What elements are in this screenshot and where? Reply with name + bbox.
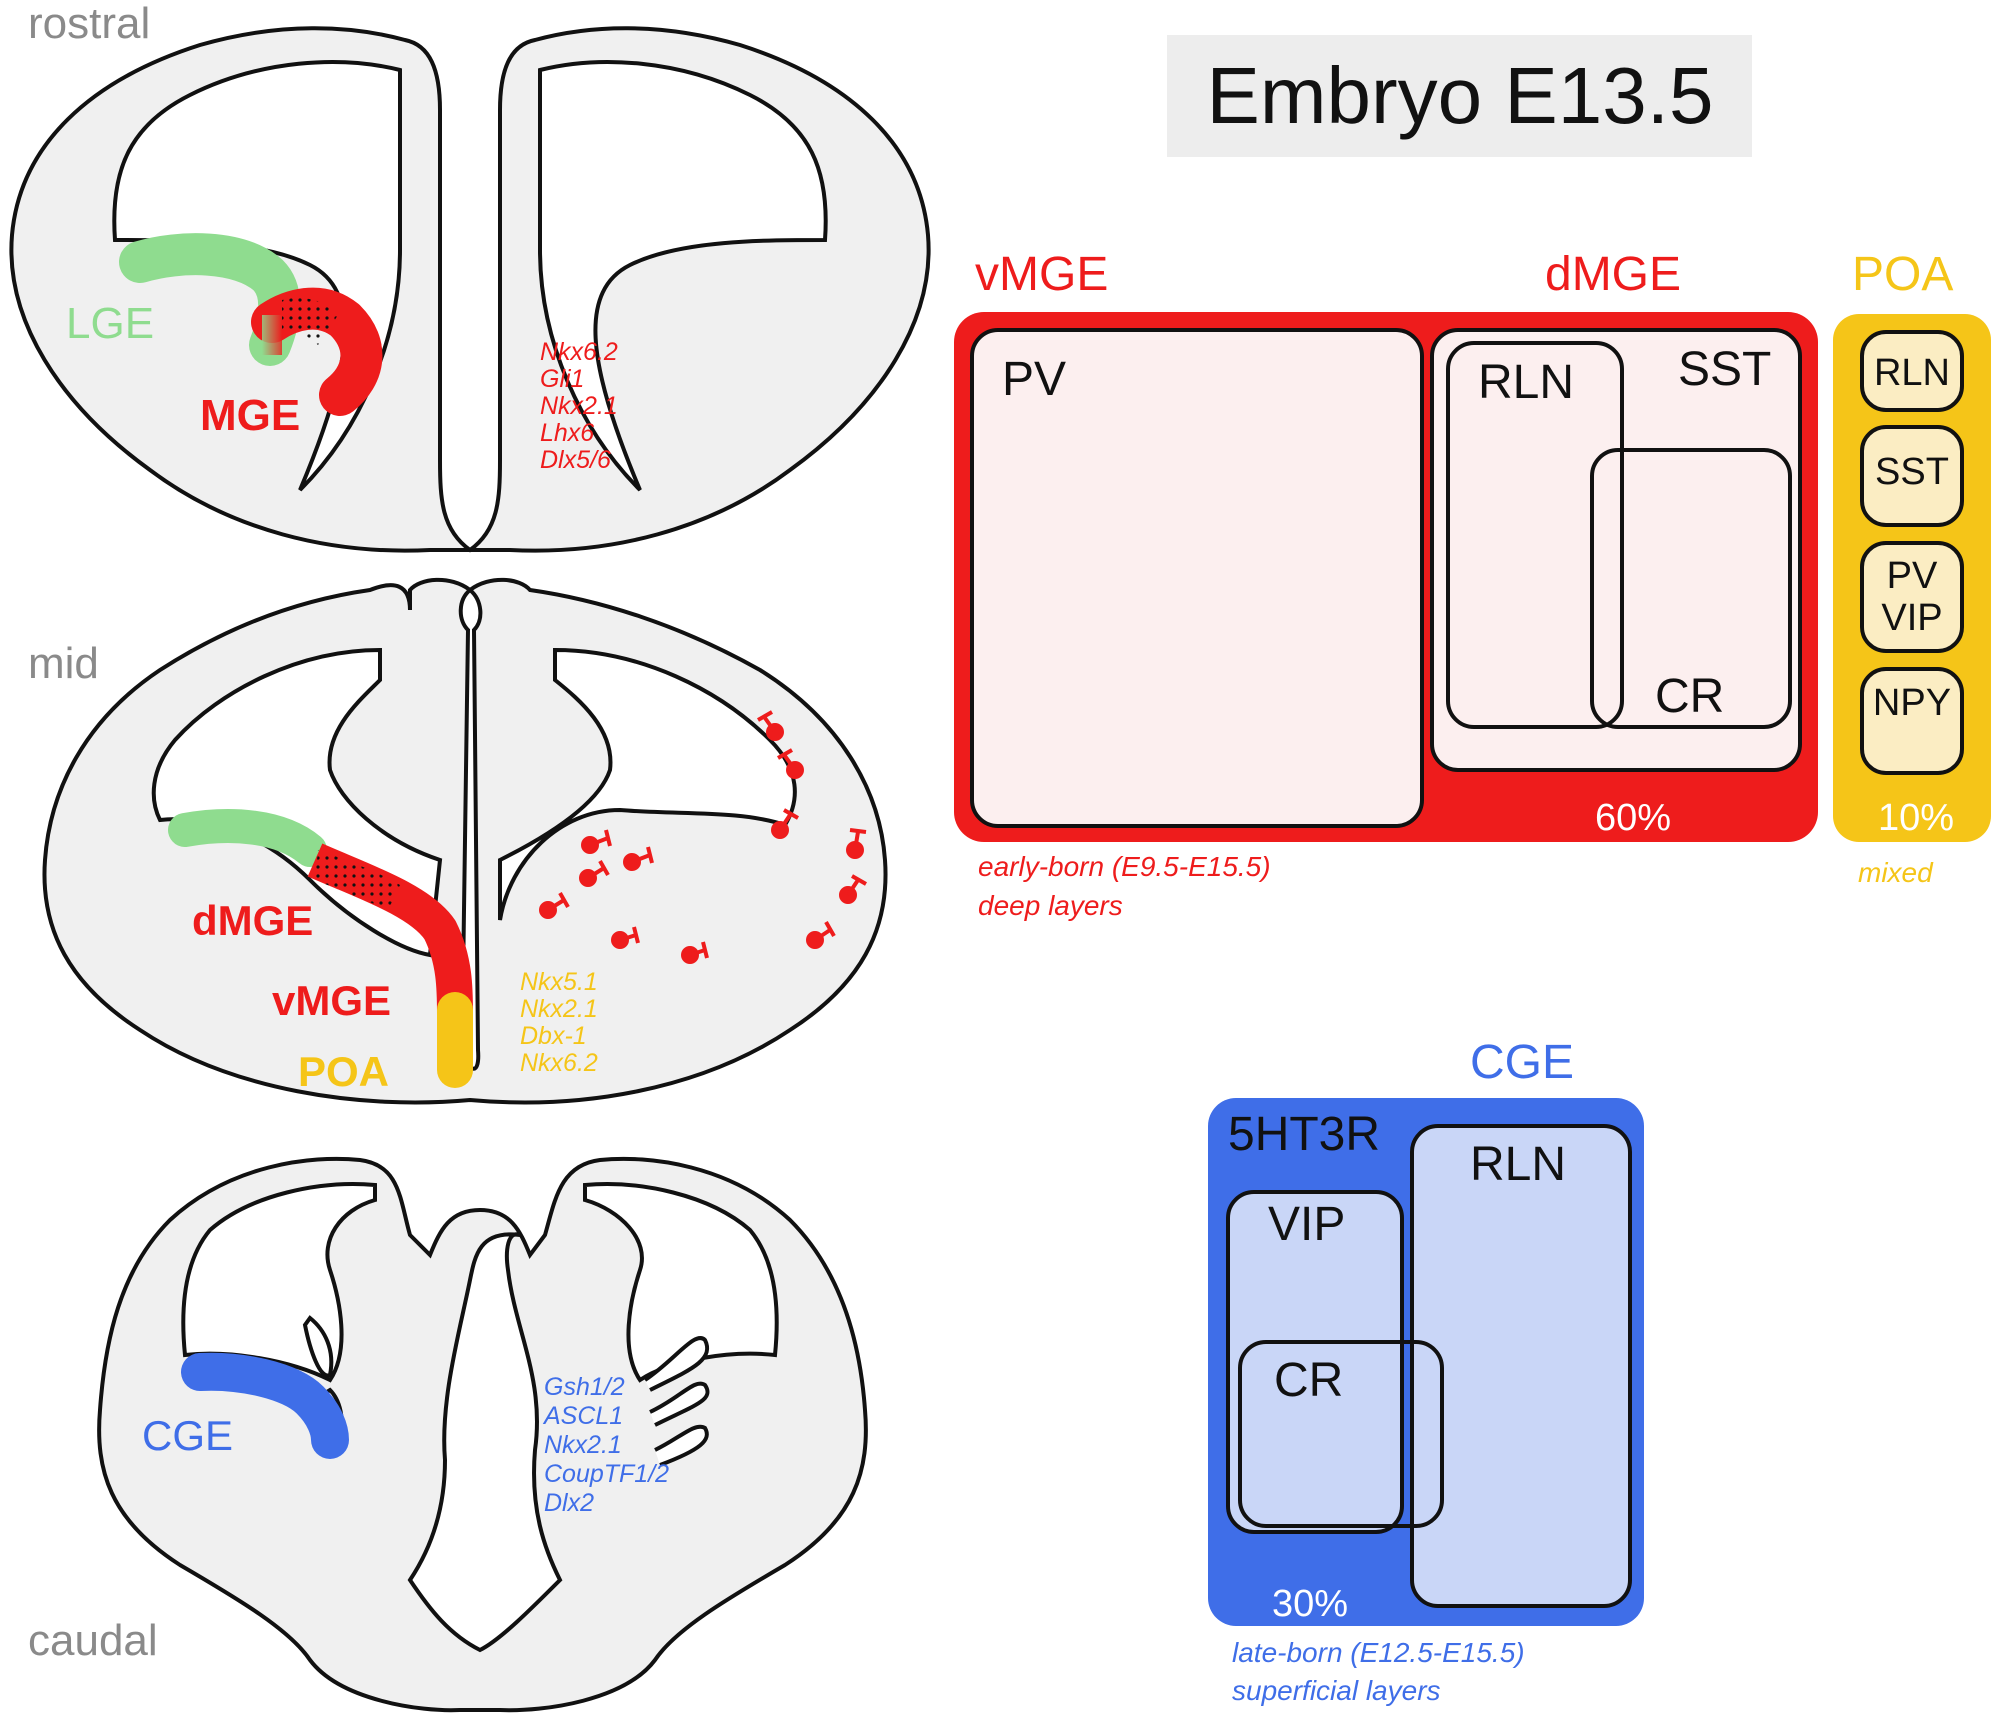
rln-box <box>1446 341 1624 729</box>
title-box <box>1167 35 1752 157</box>
rostral-gene-list: Nkx6.2 Gli1 Nkx2.1 Lhx6 Dlx5/6 <box>540 338 618 474</box>
rostral-mge-dots <box>282 298 338 345</box>
section-label-rostral: rostral <box>28 0 150 48</box>
mge-note-line2: deep layers <box>978 890 1123 921</box>
poa-item-rln: RLN <box>1874 352 1950 394</box>
caudal-midline <box>407 1232 563 1653</box>
rostral-right-ventricle <box>538 60 828 492</box>
caudal-gene-list: Gsh1/2 ASCL1 Nkx2.1 CoupTF1/2 Dlx2 <box>542 1373 669 1517</box>
poa-item-npy: NPY <box>1873 682 1951 724</box>
migrating-neurons <box>539 710 867 964</box>
poa-item-sst: SST <box>1875 451 1949 493</box>
cge-panel-title: CGE <box>1470 1036 1574 1089</box>
region-label-vmge: vMGE <box>272 977 391 1024</box>
mid-slice <box>42 577 888 1105</box>
poa-panel-title: POA <box>1852 248 1953 301</box>
rln-label: RLN <box>1478 356 1574 409</box>
neuron-icon <box>777 748 804 779</box>
caudal-slice <box>97 1156 868 1713</box>
gene-label: Dbx-1 <box>520 1022 587 1050</box>
gene-label: ASCL1 <box>542 1402 623 1430</box>
rostral-slice <box>9 26 931 553</box>
section-label-caudal: caudal <box>28 1616 158 1665</box>
mge-panel-dmge-title: dMGE <box>1545 248 1681 301</box>
caudal-ridge <box>643 1336 709 1392</box>
gene-label: Nkx2.1 <box>544 1431 622 1459</box>
neuron-icon <box>839 874 867 904</box>
neuron-icon <box>806 921 836 949</box>
region-label-dmge: dMGE <box>192 897 313 944</box>
gene-label: CoupTF1/2 <box>544 1460 669 1488</box>
poa-note: mixed <box>1858 857 1934 888</box>
poa-sst-box <box>1860 425 1964 527</box>
caudal-right-ventricle <box>583 1182 779 1383</box>
poa-pv-vip-box <box>1860 541 1964 653</box>
cge-note-line2: superficial layers <box>1232 1675 1441 1706</box>
neuron-icon <box>623 846 654 871</box>
poa-npy-box <box>1860 667 1964 775</box>
mge-panel-vmge-title: vMGE <box>975 248 1108 301</box>
mge-percent: 60% <box>1595 797 1671 839</box>
poa-item-pv: PV <box>1887 555 1938 597</box>
cge-vip-box <box>1226 1190 1404 1534</box>
region-label-mge: MGE <box>200 391 300 440</box>
mid-gene-list: Nkx5.1 Nkx2.1 Dbx-1 Nkx6.2 <box>520 968 598 1077</box>
page-title: Embryo E13.5 <box>1207 51 1714 140</box>
neuron-icon <box>611 926 640 949</box>
mid-dmge-dots <box>315 850 400 910</box>
poa-item-vip: VIP <box>1881 597 1942 639</box>
section-label-mid: mid <box>28 639 99 688</box>
neuron-icon <box>771 808 799 839</box>
cge-rln-label: RLN <box>1470 1138 1566 1191</box>
mid-right-ventricle <box>498 647 797 921</box>
neuron-icon <box>581 829 612 854</box>
caudal-ridge <box>649 1381 710 1427</box>
poa-rln-box <box>1860 330 1964 412</box>
sst-label: SST <box>1678 343 1771 396</box>
gene-label: Nkx6.2 <box>540 338 618 366</box>
gene-label: Dlx2 <box>544 1489 594 1517</box>
cge-vip-label: VIP <box>1268 1198 1345 1251</box>
gene-label: Nkx5.1 <box>520 968 598 996</box>
gene-label: Dlx5/6 <box>540 446 611 474</box>
gene-label: Nkx6.2 <box>520 1049 598 1077</box>
poa-percent: 10% <box>1878 797 1954 839</box>
cge-percent: 30% <box>1272 1583 1348 1625</box>
cge-cr-label: CR <box>1274 1354 1343 1407</box>
caudal-ridge <box>302 1315 334 1378</box>
pv-label: PV <box>1002 353 1066 406</box>
pv-box <box>970 328 1424 828</box>
cge-rln-box <box>1410 1124 1632 1608</box>
rostral-outline <box>9 26 931 553</box>
neuron-icon <box>681 941 709 964</box>
gene-label: Gsh1/2 <box>544 1373 625 1401</box>
region-label-poa: POA <box>298 1048 389 1095</box>
mge-note-line1: early-born (E9.5-E15.5) <box>978 851 1271 882</box>
cge-group-label: 5HT3R <box>1228 1108 1380 1161</box>
cr-label: CR <box>1655 670 1724 723</box>
caudal-cge-band <box>181 1352 349 1459</box>
caudal-ridge <box>654 1424 709 1467</box>
region-label-cge: CGE <box>142 1412 233 1459</box>
gene-label: Lhx6 <box>540 419 594 447</box>
neuron-icon <box>579 860 610 887</box>
gene-label: Gli1 <box>540 365 584 393</box>
cr-box <box>1590 448 1792 729</box>
neuron-icon <box>846 828 867 859</box>
gene-label: Nkx2.1 <box>520 995 598 1023</box>
mid-lge-band <box>168 809 327 867</box>
cge-note-line1: late-born (E12.5-E15.5) <box>1232 1637 1525 1668</box>
gene-label: Nkx2.1 <box>540 392 618 420</box>
region-label-lge: LGE <box>66 299 154 348</box>
dmge-inner-box <box>1430 328 1802 772</box>
cge-cr-box <box>1238 1340 1444 1528</box>
neuron-icon <box>757 710 784 741</box>
neuron-icon <box>539 892 570 919</box>
